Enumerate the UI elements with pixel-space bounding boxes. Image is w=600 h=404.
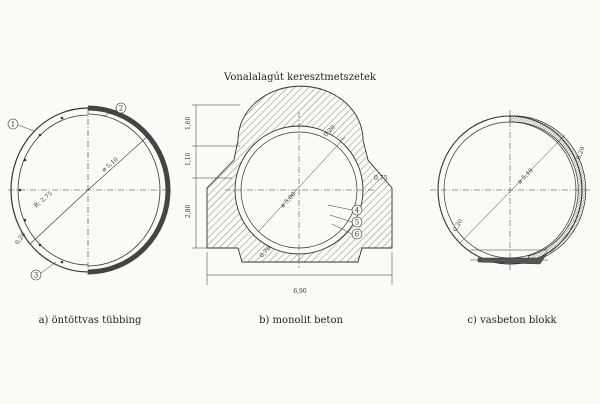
callout-3: 3: [30, 261, 57, 281]
figure-title: Vonalalagút keresztmetszetek: [223, 72, 377, 83]
panel-b-dim-mid: 1,10: [185, 152, 192, 166]
panel-b-dim-side: 0,75: [374, 175, 388, 182]
panel-b-centerlines: [225, 112, 375, 268]
panel-a-dim-diameter: ø 5,10: [101, 156, 120, 174]
panel-c-caption: c) vasbeton blokk: [467, 315, 557, 326]
panel-b-caption: b) monolit beton: [259, 315, 343, 326]
panel-c-drawing: [430, 110, 592, 272]
panel-c-dim-thickness-left: 0,20: [452, 218, 465, 233]
panel-b-dim-width: 6,90: [293, 288, 307, 295]
panel-b-dimension-lines: [192, 104, 393, 285]
panel-a-drawing: [8, 105, 172, 275]
callout-2: 2: [103, 102, 127, 117]
svg-text:4: 4: [355, 207, 360, 215]
callout-6: 6: [331, 223, 363, 240]
svg-text:2: 2: [119, 105, 123, 113]
callout-4: 4: [327, 204, 363, 216]
panel-a-caption: a) öntöttvas tübbing: [39, 315, 142, 326]
callout-1: 1: [7, 118, 35, 132]
svg-text:1: 1: [11, 121, 15, 129]
svg-text:6: 6: [355, 231, 360, 239]
panel-a-bolts: [18, 116, 64, 264]
panel-b-dim-bottom: 2,80: [185, 204, 192, 218]
panel-a-dim-radius: R: 2,75: [33, 190, 54, 209]
panel-c-dim-diameter: ø 5,10: [516, 167, 534, 185]
callout-5: 5: [329, 214, 363, 228]
panel-c-block-segments: [509, 115, 587, 263]
svg-text:5: 5: [355, 219, 359, 227]
svg-text:3: 3: [34, 272, 38, 280]
panel-b-dim-top: 1,60: [185, 116, 192, 130]
panel-c-dim-thickness-top: 0,20: [575, 146, 586, 161]
panel-c-invert-block: [477, 251, 549, 265]
